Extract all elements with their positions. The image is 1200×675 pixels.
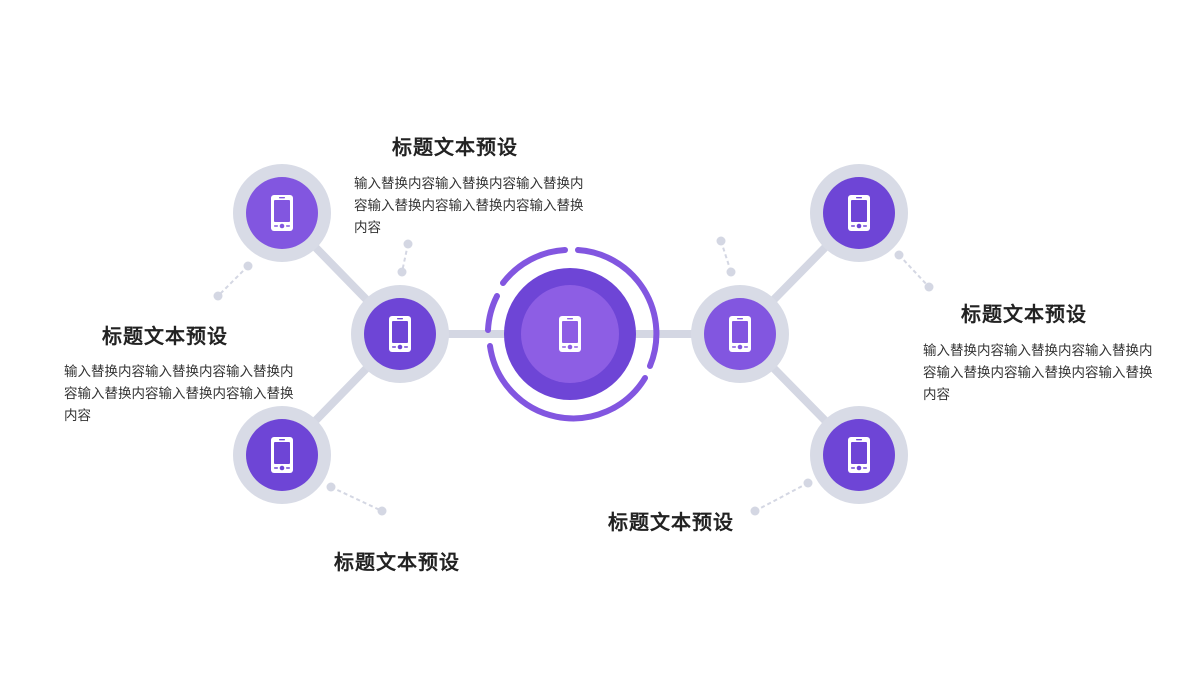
block-bottom-left-title: 标题文本预设 bbox=[334, 550, 460, 574]
block-right-body: 输入替换内容输入替换内容输入替换内容输入替换内容输入替换内容输入替换内容 bbox=[923, 343, 1153, 403]
mobile-phone-icon bbox=[848, 195, 870, 231]
mobile-phone-icon bbox=[389, 316, 411, 352]
dashed-connectors bbox=[213, 236, 934, 516]
block-left-title: 标题文本预设 bbox=[102, 324, 228, 348]
block-left-body: 输入替换内容输入替换内容输入替换内容输入替换内容输入替换内容输入替换内容 bbox=[64, 364, 294, 424]
mobile-phone-icon bbox=[559, 316, 581, 352]
node-bottom-left bbox=[233, 406, 331, 504]
node-top-right bbox=[810, 164, 908, 262]
mobile-phone-icon bbox=[271, 437, 293, 473]
block-top-title: 标题文本预设 bbox=[392, 135, 518, 159]
block-top-body: 输入替换内容输入替换内容输入替换内容输入替换内容输入替换内容输入替换内容 bbox=[354, 176, 584, 236]
mobile-phone-icon bbox=[729, 316, 751, 352]
node-left-hub bbox=[351, 285, 449, 383]
mobile-phone-icon bbox=[848, 437, 870, 473]
node-right-hub bbox=[691, 285, 789, 383]
block-right-title: 标题文本预设 bbox=[961, 302, 1087, 326]
block-bottom-right-title: 标题文本预设 bbox=[608, 510, 734, 534]
center-arc-ring bbox=[485, 247, 660, 422]
node-bottom-right bbox=[810, 406, 908, 504]
center-node bbox=[485, 247, 660, 422]
node-top-left bbox=[233, 164, 331, 262]
mobile-phone-icon bbox=[271, 195, 293, 231]
